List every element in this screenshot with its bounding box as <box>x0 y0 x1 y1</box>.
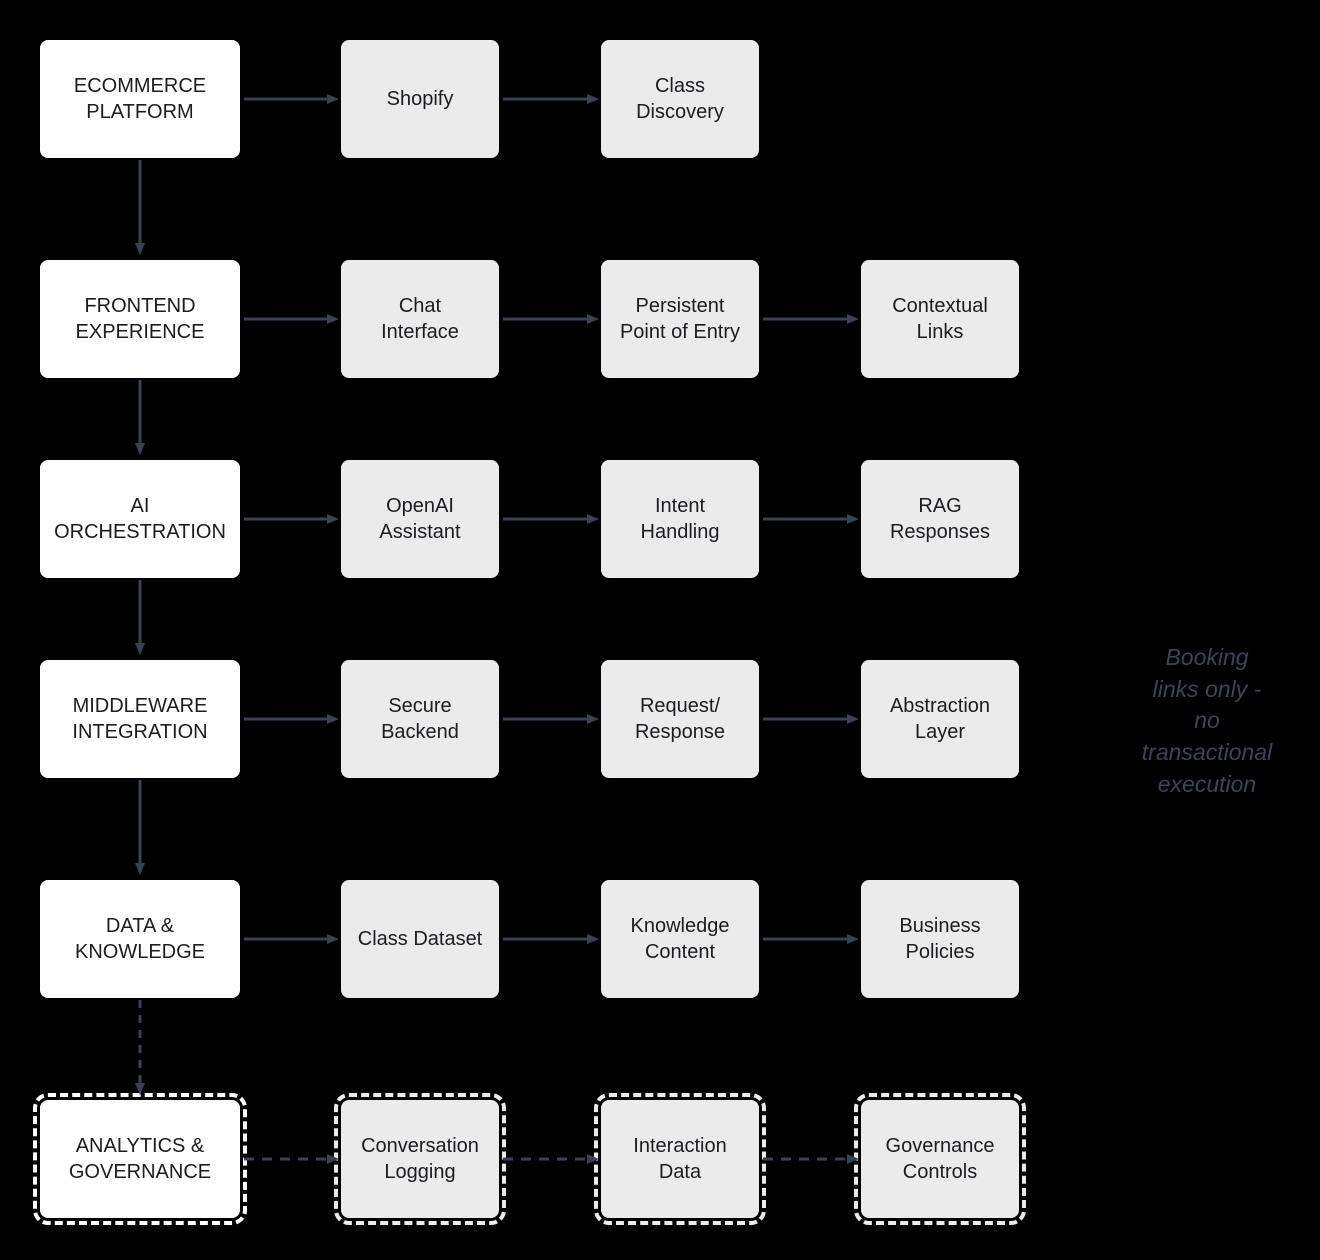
node-secure-backend: Secure Backend <box>341 660 499 778</box>
node-class-discovery: Class Discovery <box>601 40 759 158</box>
node-openai-assistant: OpenAI Assistant <box>341 460 499 578</box>
node-chat-interface: Chat Interface <box>341 260 499 378</box>
node-interaction-data: Interaction Data <box>594 1093 766 1225</box>
node-governance-controls: Governance Controls <box>854 1093 1026 1225</box>
node-contextual-links: Contextual Links <box>861 260 1019 378</box>
node-intent-handling: Intent Handling <box>601 460 759 578</box>
node-persistent-point-of-entry: Persistent Point of Entry <box>601 260 759 378</box>
stage-analytics-governance: ANALYTICS & GOVERNANCE <box>33 1093 247 1225</box>
node-knowledge-content: Knowledge Content <box>601 880 759 998</box>
stage-ai-orchestration: AI ORCHESTRATION <box>40 460 240 578</box>
stage-ecommerce-platform: ECOMMERCE PLATFORM <box>40 40 240 158</box>
stage-middleware-integration: MIDDLEWARE INTEGRATION <box>40 660 240 778</box>
node-class-dataset: Class Dataset <box>341 880 499 998</box>
stage-frontend-experience: FRONTEND EXPERIENCE <box>40 260 240 378</box>
annotation-booking-links: Booking links only - no transactional ex… <box>1141 644 1273 797</box>
stage-data-knowledge: DATA & KNOWLEDGE <box>40 880 240 998</box>
node-rag-responses: RAG Responses <box>861 460 1019 578</box>
node-request-response: Request/ Response <box>601 660 759 778</box>
node-shopify: Shopify <box>341 40 499 158</box>
node-business-policies: Business Policies <box>861 880 1019 998</box>
node-abstraction-layer: Abstraction Layer <box>861 660 1019 778</box>
node-conversation-logging: Conversation Logging <box>334 1093 506 1225</box>
